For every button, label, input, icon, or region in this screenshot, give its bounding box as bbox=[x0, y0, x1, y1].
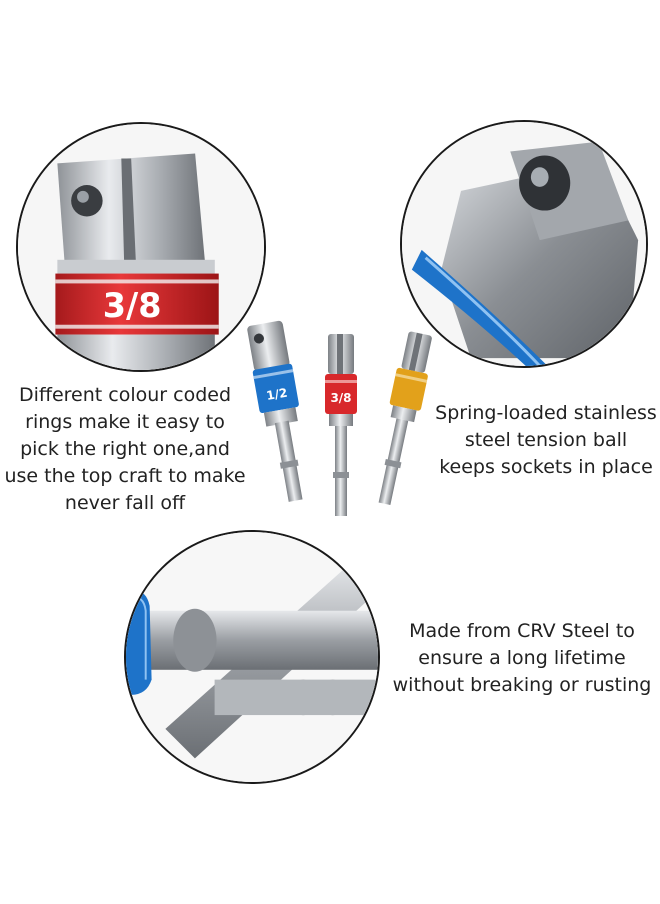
tension-ball-caption: Spring-loaded stainless steel tension ba… bbox=[432, 400, 660, 481]
ring-size-label: 3/8 bbox=[103, 286, 162, 325]
caption-line: ensure a long lifetime bbox=[418, 647, 626, 669]
crv-steel-caption: Made from CRV Steel to ensure a long lif… bbox=[388, 618, 656, 699]
red-ring-label: 3/8 bbox=[330, 391, 351, 405]
colour-coded-rings-caption: Different colour coded rings make it eas… bbox=[0, 382, 250, 517]
red-adapter-3-8: 3/8 bbox=[325, 334, 357, 516]
closeup-hex-shank-circle bbox=[124, 530, 380, 784]
caption-line: use the top craft to make bbox=[4, 465, 246, 487]
crv-steel-closeup-image bbox=[126, 532, 378, 782]
blue-ring-label: 1/2 bbox=[265, 386, 288, 403]
caption-line: rings make it easy to bbox=[25, 411, 225, 433]
caption-line: without breaking or rusting bbox=[392, 674, 652, 696]
closeup-blue-ring-circle bbox=[400, 120, 648, 368]
caption-line: pick the right one,and bbox=[20, 438, 230, 460]
caption-line: never fall off bbox=[64, 492, 186, 514]
caption-line: Different colour coded bbox=[18, 384, 232, 406]
closeup-red-ring-circle: 3/8 bbox=[16, 122, 266, 372]
red-ring-closeup-image: 3/8 bbox=[18, 124, 264, 370]
socket-adapter-set-image: 1/2 3/8 bbox=[247, 320, 432, 516]
caption-line: Spring-loaded stainless bbox=[435, 402, 657, 424]
caption-line: Made from CRV Steel to bbox=[409, 620, 635, 642]
caption-line: keeps sockets in place bbox=[439, 456, 653, 478]
tension-ball-closeup-image bbox=[402, 122, 646, 366]
gold-adapter bbox=[378, 331, 432, 505]
caption-line: steel tension ball bbox=[464, 429, 628, 451]
blue-adapter-1-2: 1/2 bbox=[247, 320, 303, 502]
